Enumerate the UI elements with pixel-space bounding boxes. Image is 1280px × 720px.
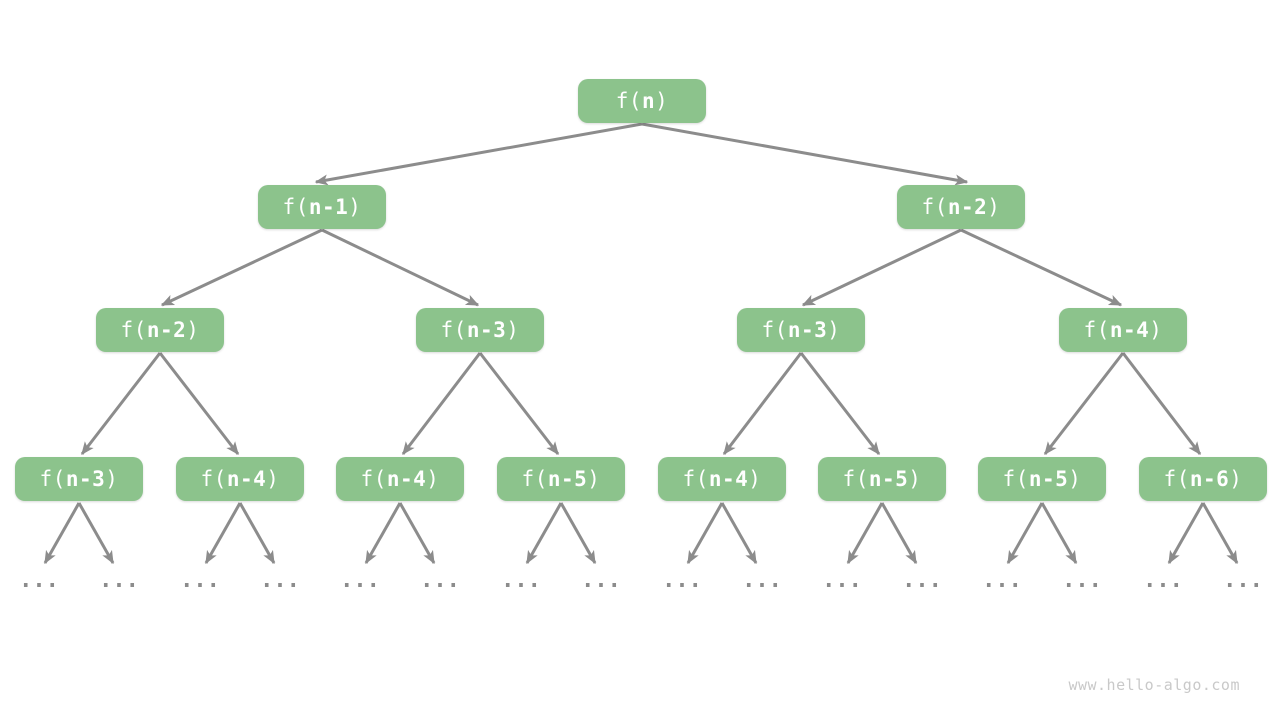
node-label-pre: f( [682,466,709,491]
node-label-pre: f( [360,466,387,491]
node-label-post: ) [827,317,841,342]
tree-node-3-2: f(n-4) [336,457,464,501]
leaf-ellipsis: ... [1143,568,1183,593]
node-label-pre: f( [521,466,548,491]
tree-node-3-3: f(n-5) [497,457,625,501]
node-label-post: ) [587,466,601,491]
node-label-post: ) [748,466,762,491]
node-label-post: ) [506,317,520,342]
leaf-ellipsis: ... [902,568,942,593]
edges-level4 [43,502,1239,565]
tree-node-3-5: f(n-5) [818,457,946,501]
node-label-var: n-5 [868,466,909,491]
node-label-var: n-2 [146,317,187,342]
leaf-ellipsis: ... [581,568,621,593]
node-label-pre: f( [921,194,948,219]
leaf-ellipsis: ... [99,568,139,593]
node-label-pre: f( [615,88,642,113]
node-label-var: n-1 [308,194,349,219]
tree-node-2-2: f(n-3) [737,308,865,352]
tree-node-3-7: f(n-6) [1139,457,1267,501]
node-label-post: ) [655,88,669,113]
node-label-post: ) [1149,317,1163,342]
node-label-var: n-4 [226,466,267,491]
node-label-pre: f( [1163,466,1190,491]
edges-level2 [160,228,1123,307]
edges-level3 [80,352,1202,456]
edges-level1 [314,122,969,186]
node-label-var: n-6 [1189,466,1230,491]
node-label-var: n-3 [787,317,828,342]
leaf-ellipsis: ... [742,568,782,593]
node-label-var: n-4 [708,466,749,491]
leaf-ellipsis: ... [662,568,702,593]
tree-node-0-0: f(n) [578,79,706,123]
node-label-var: n [641,88,656,113]
node-label-var: n-2 [947,194,988,219]
leaf-ellipsis: ... [420,568,460,593]
node-label-pre: f( [39,466,66,491]
tree-node-2-3: f(n-4) [1059,308,1187,352]
node-label-var: n-3 [466,317,507,342]
node-label-pre: f( [1002,466,1029,491]
node-label-pre: f( [282,194,309,219]
node-label-var: n-5 [1028,466,1069,491]
tree-node-3-0: f(n-3) [15,457,143,501]
node-label-pre: f( [761,317,788,342]
leaf-ellipsis: ... [822,568,862,593]
node-label-var: n-3 [65,466,106,491]
node-label-post: ) [908,466,922,491]
node-label-var: n-5 [547,466,588,491]
tree-node-1-0: f(n-1) [258,185,386,229]
node-label-var: n-4 [386,466,427,491]
leaf-ellipsis: ... [1223,568,1263,593]
leaf-ellipsis: ... [1062,568,1102,593]
node-label-pre: f( [440,317,467,342]
tree-node-2-0: f(n-2) [96,308,224,352]
node-label-post: ) [186,317,200,342]
node-label-pre: f( [1083,317,1110,342]
node-label-pre: f( [120,317,147,342]
node-label-post: ) [348,194,362,219]
node-label-pre: f( [200,466,227,491]
leaf-ellipsis: ... [180,568,220,593]
node-label-post: ) [105,466,119,491]
node-label-post: ) [266,466,280,491]
leaf-ellipsis: ... [501,568,541,593]
tree-node-3-4: f(n-4) [658,457,786,501]
leaf-ellipsis: ... [260,568,300,593]
node-label-var: n-4 [1109,317,1150,342]
tree-node-3-1: f(n-4) [176,457,304,501]
node-label-post: ) [1068,466,1082,491]
node-label-pre: f( [842,466,869,491]
tree-node-2-1: f(n-3) [416,308,544,352]
node-label-post: ) [426,466,440,491]
node-label-post: ) [1229,466,1243,491]
leaf-ellipsis: ... [340,568,380,593]
leaf-ellipsis: ... [982,568,1022,593]
leaf-ellipsis: ... [19,568,59,593]
node-label-post: ) [987,194,1001,219]
tree-node-3-6: f(n-5) [978,457,1106,501]
tree-node-1-1: f(n-2) [897,185,1025,229]
watermark-text: www.hello-algo.com [1068,676,1240,694]
